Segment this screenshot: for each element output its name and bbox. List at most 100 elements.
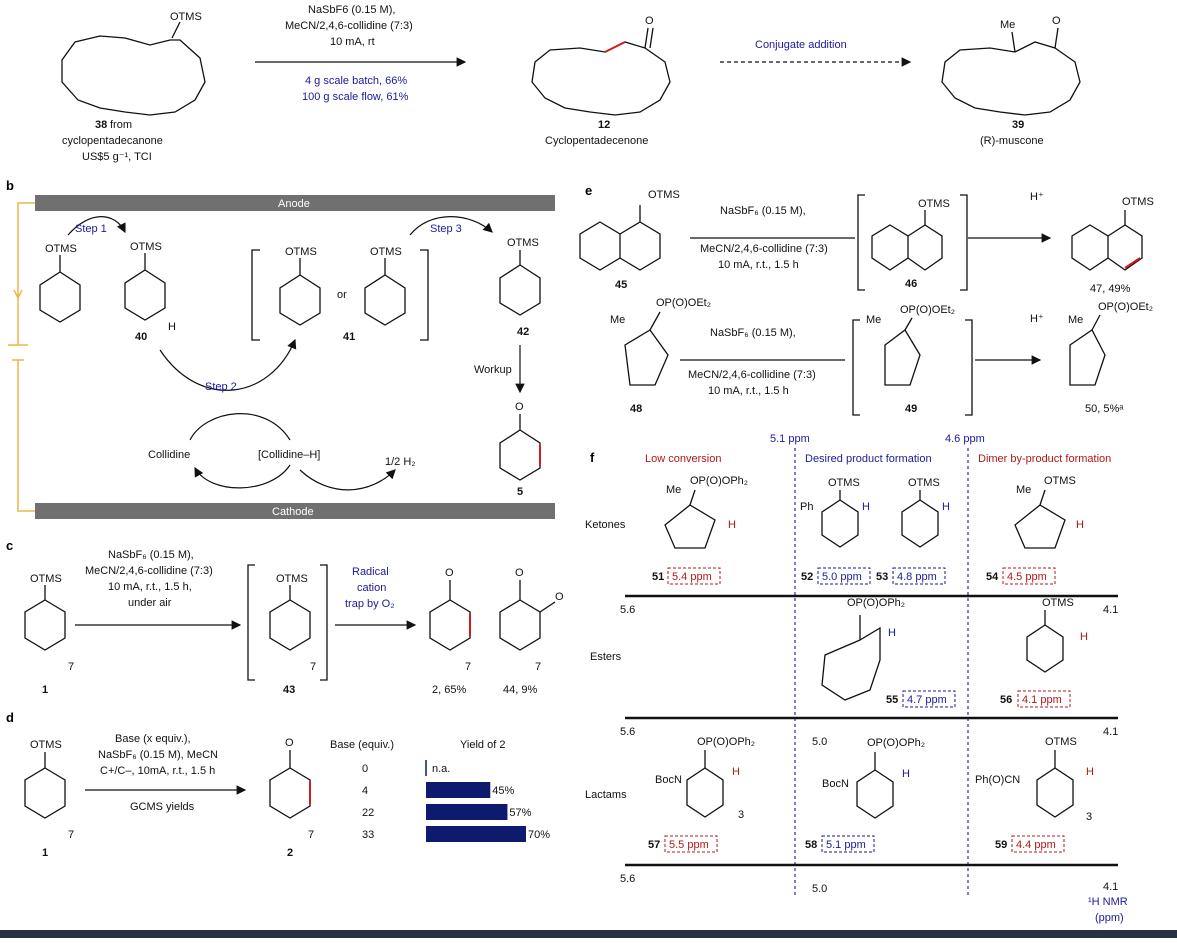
compound-40: 40 xyxy=(135,331,147,343)
reagent-d-1: Base (x equiv.), xyxy=(115,733,191,745)
compound-12-number: 12 xyxy=(598,119,610,131)
otms-41b: OTMS xyxy=(370,246,402,258)
carbonyl-o-d-2: O xyxy=(285,737,294,749)
compound-45: 45 xyxy=(615,279,627,291)
hplus-e2: H⁺ xyxy=(1030,313,1044,325)
ring-40 xyxy=(124,269,166,321)
step1-arrow xyxy=(67,216,126,236)
tick-41-l: 4.1 xyxy=(1103,881,1118,893)
alkene-red-12 xyxy=(604,41,626,53)
bracket-41-right xyxy=(420,249,429,341)
reagent-c-3: 10 mA, r.t., 1.5 h, xyxy=(108,581,192,593)
otms-52: OTMS xyxy=(828,477,860,489)
compound-38-price: US$5 g⁻¹, TCI xyxy=(82,151,152,163)
compound-38-number: 38 xyxy=(95,119,107,131)
anode-electrode xyxy=(35,195,555,211)
bar-value-label: 70% xyxy=(528,829,550,841)
workup-label: Workup xyxy=(474,364,512,376)
compound-49: 49 xyxy=(905,403,917,415)
ppm-marker-51: 5.1 ppm xyxy=(770,433,810,445)
sub7-43: 7 xyxy=(310,661,316,673)
bocn-57: BocN xyxy=(655,774,682,786)
ring-46a xyxy=(871,224,909,271)
ring-d-2 xyxy=(269,767,311,819)
hplus-e1: H⁺ xyxy=(1030,191,1044,203)
opo-55: OP(O)OPh₂ xyxy=(847,597,905,609)
carbonyl-o-12: O xyxy=(645,15,654,27)
otms-59: OTMS xyxy=(1045,736,1077,748)
reagent-e2-2: MeCN/2,4,6-collidine (7:3) xyxy=(688,369,816,381)
h-54: H xyxy=(1076,519,1084,531)
panel-f: f 5.1 ppm 4.6 ppm Low conversion Desired… xyxy=(585,433,1128,924)
otms-label-38: OTMS xyxy=(170,11,202,23)
otms-c-1: OTMS xyxy=(30,573,62,585)
compound-46: 46 xyxy=(905,278,917,290)
macrocycle-38 xyxy=(61,35,206,116)
ring-57 xyxy=(686,767,724,818)
macrocycle-39 xyxy=(941,41,1081,116)
reagent-a-3: 10 mA, rt xyxy=(330,36,375,48)
h-58: H xyxy=(902,768,910,780)
bar-category-label: 33 xyxy=(362,829,374,841)
otms-41a: OTMS xyxy=(285,246,317,258)
trap-3: trap by O₂ xyxy=(345,598,395,610)
label-53: 53 xyxy=(876,571,888,583)
bottom-bar xyxy=(0,930,1177,938)
col-desired: Desired product formation xyxy=(805,453,932,465)
anode-label: Anode xyxy=(278,198,310,210)
sub7-c-2: 7 xyxy=(465,661,471,673)
reagent-c-4: under air xyxy=(128,597,172,609)
me-48: Me xyxy=(610,314,625,326)
h-52: H xyxy=(862,501,870,513)
ring-43 xyxy=(269,599,311,651)
bar xyxy=(426,804,508,820)
col-low-conversion: Low conversion xyxy=(645,453,721,465)
otms-40: OTMS xyxy=(130,241,162,253)
otms-43: OTMS xyxy=(276,573,308,585)
reagent-a-2: MeCN/2,4,6-collidine (7:3) xyxy=(285,20,413,32)
ring-50 xyxy=(1069,329,1106,386)
row-ketones: Ketones xyxy=(585,519,626,531)
ring-47b xyxy=(1107,224,1143,271)
me-51: Me xyxy=(666,484,681,496)
ring-45-alkyl xyxy=(619,221,661,271)
step3-label: Step 3 xyxy=(430,223,462,235)
compound-5: 5 xyxy=(517,486,523,498)
sub7-d-2: 7 xyxy=(308,829,314,841)
compound-12-name: Cyclopentadecenone xyxy=(545,135,648,147)
ppm-51: 5.4 ppm xyxy=(672,571,712,583)
h-40: H xyxy=(168,321,176,333)
step2-arrow xyxy=(159,338,297,391)
reagent-e1-2: MeCN/2,4,6-collidine (7:3) xyxy=(700,243,828,255)
gcms-label: GCMS yields xyxy=(130,801,195,813)
panel-e-label: e xyxy=(585,183,592,198)
compound-50: 50, 5%ᵃ xyxy=(1085,403,1124,415)
panel-e: e OTMS 45 NaSbF₆ (0.15 M), MeCN/2,4,6-co… xyxy=(579,183,1154,416)
tick-56-l: 5.6 xyxy=(620,873,635,885)
panel-c: c OTMS 7 1 NaSbF₆ (0.15 M), MeCN/2,4,6-c… xyxy=(6,538,564,696)
label-55: 55 xyxy=(886,694,898,706)
compound-43: 43 xyxy=(283,684,295,696)
opo-49: OP(O)OEt₂ xyxy=(900,304,955,316)
bar-value-label: n.a. xyxy=(432,763,450,775)
sub3-59: 3 xyxy=(1086,811,1092,823)
otms-46: OTMS xyxy=(918,198,950,210)
compound-c-1: 1 xyxy=(42,684,48,696)
ring-48 xyxy=(624,329,669,386)
label-54: 54 xyxy=(986,571,999,583)
sub7-d-1: 7 xyxy=(68,829,74,841)
col-base-header: Base (equiv.) xyxy=(330,739,394,751)
ring-42 xyxy=(499,264,541,316)
ring-59 xyxy=(1036,767,1074,818)
ring-d-1 xyxy=(24,767,66,819)
collidine-arc-bottom xyxy=(194,464,291,489)
h-59: H xyxy=(1086,766,1094,778)
panel-b: b Anode Cathode OTMS Step 1 OTMS H 40 OT… xyxy=(6,178,555,519)
ring-c-2 xyxy=(429,599,471,651)
compound-38-source: cyclopentadecanone xyxy=(62,135,163,147)
ring-45-aromatic xyxy=(579,221,621,271)
row-esters: Esters xyxy=(590,651,622,663)
carbonyl-o-44b: O xyxy=(555,591,564,603)
